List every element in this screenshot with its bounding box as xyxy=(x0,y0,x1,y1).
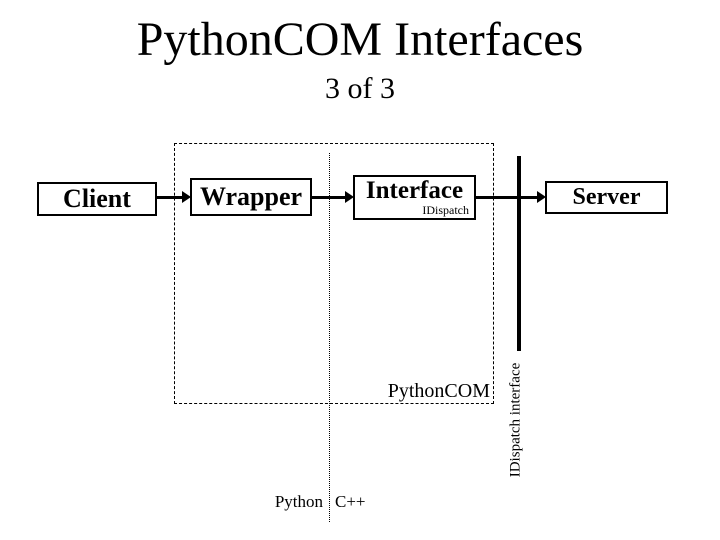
wrapper-label: Wrapper xyxy=(199,182,303,211)
arrow-shaft xyxy=(476,195,537,199)
idispatch-interface-vertical-label: IDispatch interface xyxy=(507,362,524,478)
arrow-shaft xyxy=(312,195,345,199)
arrow-wrapper-to-interface xyxy=(312,191,354,203)
cpp-side-label: C++ xyxy=(335,492,366,511)
arrow-client-to-wrapper xyxy=(157,191,191,203)
interface-label: Interface xyxy=(365,177,464,204)
arrowhead-icon xyxy=(537,191,546,203)
client-box: Client xyxy=(37,182,157,216)
slide-title: PythonCOM Interfaces xyxy=(136,13,584,66)
interface-box: Interface IDispatch xyxy=(353,175,476,220)
interface-idispatch-sublabel: IDispatch xyxy=(422,203,469,217)
python-cpp-divider-dotted-line xyxy=(329,153,330,522)
pythoncom-region-label: PythonCOM xyxy=(387,380,490,402)
slide-subtitle: 3 of 3 xyxy=(325,72,395,105)
wrapper-box: Wrapper xyxy=(190,178,312,216)
idispatch-interface-thick-line xyxy=(517,156,521,351)
server-label: Server xyxy=(572,184,641,210)
arrow-interface-to-server xyxy=(476,191,546,203)
python-side-label: Python xyxy=(274,492,323,511)
pythoncom-boundary-dashed-box xyxy=(174,143,494,404)
arrow-shaft xyxy=(157,195,182,199)
server-box: Server xyxy=(545,181,668,214)
arrowhead-icon xyxy=(182,191,191,203)
arrowhead-icon xyxy=(345,191,354,203)
client-label: Client xyxy=(63,184,131,213)
